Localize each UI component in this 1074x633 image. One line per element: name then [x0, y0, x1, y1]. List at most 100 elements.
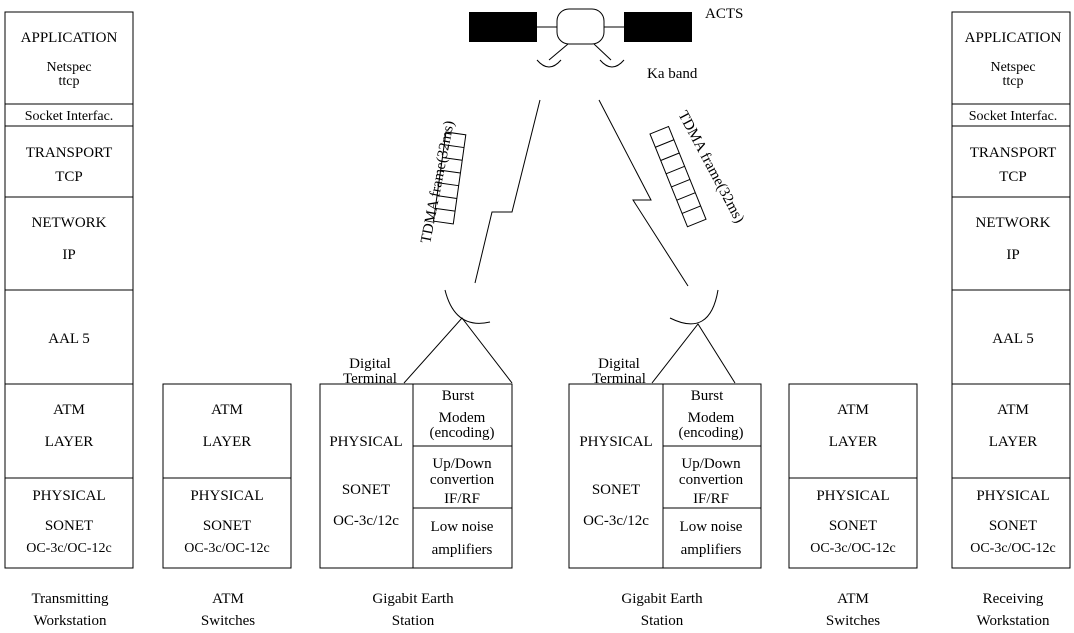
transport-tcp: TCP	[55, 169, 83, 185]
layer-transport: TRANSPORT	[26, 145, 113, 161]
conv-ifrf: IF/RF	[693, 491, 729, 507]
modem-burst: Burst	[442, 388, 475, 404]
transmitting-workstation-stack: APPLICATION Netspec ttcp Socket Interfac…	[4, 11, 134, 629]
atm-layer-text: LAYER	[45, 434, 94, 450]
conv-updown: Up/Down	[681, 456, 741, 472]
acts-satellite: ACTS Ka band	[469, 6, 743, 82]
modem-encoding: (encoding)	[679, 425, 744, 441]
amp-lownoise: Low noise	[431, 519, 494, 535]
satellite-body	[556, 8, 605, 45]
conv-convertion: convertion	[679, 472, 744, 488]
layer-physical: PHYSICAL	[976, 488, 1049, 504]
layer-atm: ATM	[997, 402, 1029, 418]
layer-physical: PHYSICAL	[816, 488, 889, 504]
terminal-label-2: Terminal	[343, 371, 397, 387]
station-oc: OC-3c/12c	[333, 513, 399, 529]
satellite-dish-left	[536, 59, 562, 68]
atm-layer-text: LAYER	[203, 434, 252, 450]
network-ip: IP	[1006, 247, 1019, 263]
atm-switch-right: ATM LAYER PHYSICAL SONET OC-3c/OC-12c AT…	[788, 383, 918, 629]
layer-transport: TRANSPORT	[970, 145, 1057, 161]
amp-amplifiers: amplifiers	[681, 542, 742, 558]
physical-oc: OC-3c/OC-12c	[26, 541, 112, 556]
atm-switch-left: ATM LAYER PHYSICAL SONET OC-3c/OC-12c AT…	[162, 383, 292, 629]
layer-network: NETWORK	[32, 215, 107, 231]
dish-right	[669, 289, 719, 325]
caption-line-1: ATM	[837, 591, 869, 607]
station-physical: PHYSICAL	[579, 434, 652, 450]
tdma-frame-right: TDMA frame(32ms)	[649, 108, 747, 228]
modem-encoding: (encoding)	[430, 425, 495, 441]
station-physical: PHYSICAL	[329, 434, 402, 450]
layer-aal5: AAL 5	[48, 331, 90, 347]
terminal-label-1: Digital	[349, 356, 391, 372]
atm-layer-text: LAYER	[989, 434, 1038, 450]
conv-ifrf: IF/RF	[444, 491, 480, 507]
layer-physical: PHYSICAL	[32, 488, 105, 504]
modem-burst: Burst	[691, 388, 724, 404]
caption-line-2: Switches	[201, 613, 255, 629]
app-netspec: Netspec	[46, 60, 91, 75]
layer-atm: ATM	[211, 402, 243, 418]
tdma-frame-left: TDMA frame(32ms)	[418, 119, 467, 245]
layer-socket: Socket Interfac.	[969, 109, 1058, 124]
physical-sonet: SONET	[829, 518, 877, 534]
satellite-name: ACTS	[705, 6, 743, 22]
caption-line-2: Switches	[826, 613, 880, 629]
antenna-left	[403, 289, 513, 384]
terminal-label-2: Terminal	[592, 371, 646, 387]
caption-line-2: Station	[392, 613, 435, 629]
modem-modem: Modem	[688, 410, 735, 426]
solar-panel-left	[469, 12, 537, 42]
layer-physical: PHYSICAL	[190, 488, 263, 504]
layer-application: APPLICATION	[965, 30, 1062, 46]
physical-sonet: SONET	[45, 518, 93, 534]
caption-line-1: Transmitting	[32, 591, 109, 607]
caption-line-1: Gigabit Earth	[621, 591, 703, 607]
layer-atm: ATM	[837, 402, 869, 418]
caption-line-1: Receiving	[983, 591, 1044, 607]
receiving-workstation-stack: APPLICATION Netspec ttcp Socket Interfac…	[951, 11, 1071, 629]
layer-network: NETWORK	[976, 215, 1051, 231]
amp-lownoise: Low noise	[680, 519, 743, 535]
modem-modem: Modem	[439, 410, 486, 426]
physical-oc: OC-3c/OC-12c	[184, 541, 270, 556]
layer-application: APPLICATION	[21, 30, 118, 46]
station-sonet: SONET	[342, 482, 390, 498]
earth-station-right: Digital Terminal PHYSICAL SONET OC-3c/12…	[568, 356, 762, 629]
solar-panel-right	[624, 12, 692, 42]
physical-oc: OC-3c/OC-12c	[810, 541, 896, 556]
layer-socket: Socket Interfac.	[25, 109, 114, 124]
downlink-signal-line	[598, 99, 689, 287]
physical-sonet: SONET	[989, 518, 1037, 534]
terminal-label-1: Digital	[598, 356, 640, 372]
network-ip: IP	[62, 247, 75, 263]
antenna-right	[651, 289, 736, 384]
layer-aal5: AAL 5	[992, 331, 1034, 347]
dish-left	[444, 289, 491, 324]
caption-line-2: Workstation	[34, 613, 107, 629]
satellite-dish-right	[599, 59, 625, 68]
conv-convertion: convertion	[430, 472, 495, 488]
caption-line-2: Workstation	[977, 613, 1050, 629]
station-oc: OC-3c/12c	[583, 513, 649, 529]
app-netspec: Netspec	[990, 60, 1035, 75]
physical-oc: OC-3c/OC-12c	[970, 541, 1056, 556]
physical-sonet: SONET	[203, 518, 251, 534]
caption-line-1: Gigabit Earth	[372, 591, 454, 607]
station-sonet: SONET	[592, 482, 640, 498]
app-ttcp: ttcp	[59, 74, 80, 89]
caption-line-1: ATM	[212, 591, 244, 607]
transport-tcp: TCP	[999, 169, 1027, 185]
caption-line-2: Station	[641, 613, 684, 629]
app-ttcp: ttcp	[1003, 74, 1024, 89]
tdma-label-left: TDMA frame(32ms)	[418, 119, 457, 244]
uplink-signal-line	[474, 99, 541, 284]
conv-updown: Up/Down	[432, 456, 492, 472]
band-label: Ka band	[647, 66, 698, 82]
layer-atm: ATM	[53, 402, 85, 418]
amp-amplifiers: amplifiers	[432, 542, 493, 558]
atm-layer-text: LAYER	[829, 434, 878, 450]
earth-station-left: Digital Terminal PHYSICAL SONET OC-3c/12…	[319, 356, 513, 629]
